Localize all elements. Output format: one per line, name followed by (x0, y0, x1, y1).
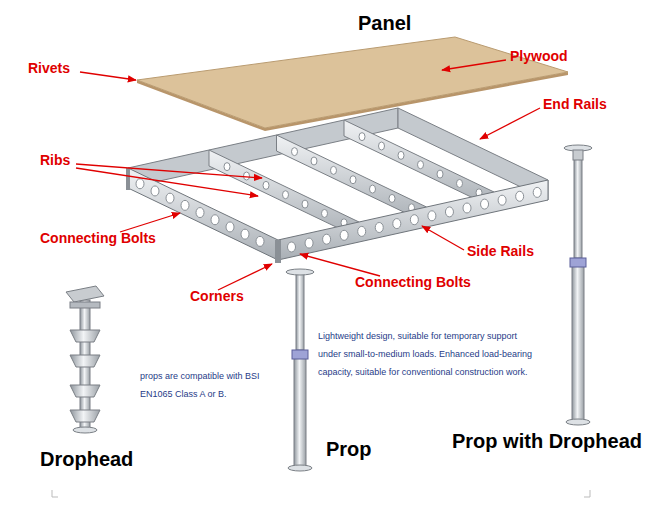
corner-piece (275, 240, 281, 263)
leader-arrow (442, 60, 506, 70)
rail-hole (196, 208, 204, 218)
rib-hole (311, 157, 317, 165)
rail-hole (516, 191, 524, 201)
leader-arrow (80, 72, 136, 80)
rib-hole (322, 209, 328, 217)
part-label: End Rails (543, 96, 607, 112)
rib-hole (283, 191, 289, 199)
leader-arrow (76, 164, 262, 178)
panel-title: Panel (358, 12, 411, 35)
rail-hole (445, 207, 453, 217)
leader-arrow (120, 213, 180, 232)
drophead-base (73, 427, 97, 433)
part-label: Plywood (510, 48, 568, 64)
part-label: Connecting Bolts (355, 274, 471, 290)
inner-tube (574, 148, 582, 258)
rail-hole (256, 236, 264, 246)
rib-hole (224, 163, 230, 171)
rail-hole (533, 187, 541, 197)
rail-hole (481, 199, 489, 209)
front-end-rail (128, 168, 278, 260)
leader-lines (76, 60, 540, 290)
drophead-plate-edge (70, 302, 100, 308)
note-text: props are compatible with BSI EN1065 Cla… (140, 367, 270, 403)
outer-tube (294, 358, 306, 468)
base-plate (288, 465, 312, 471)
rail-hole (498, 195, 506, 205)
drophead-cup (70, 355, 100, 367)
collar-nut (570, 258, 586, 267)
head-plate (286, 269, 314, 275)
leader-arrow (76, 168, 258, 196)
rail-hole (340, 230, 348, 240)
rib-hole (457, 179, 463, 187)
rail-hole (166, 193, 174, 203)
rib-hole (389, 194, 395, 202)
rail-hole (211, 215, 219, 225)
rail-hole (428, 211, 436, 221)
collar-nut (292, 350, 308, 359)
leader-arrow (480, 108, 540, 139)
outer-tube (572, 266, 584, 422)
corner-mark (52, 490, 58, 497)
corner-mark (584, 490, 590, 497)
part-label: Connecting Bolts (40, 230, 156, 246)
rib-hole (418, 161, 424, 169)
rail-hole (288, 242, 296, 252)
drophead-plate (66, 286, 104, 302)
leader-arrow (300, 254, 380, 276)
drophead (66, 286, 104, 433)
drophead-cup (70, 410, 100, 422)
rail-hole (323, 234, 331, 244)
rail-hole (136, 179, 144, 189)
rail-hole (151, 186, 159, 196)
rib-hole (370, 185, 376, 193)
rib-hole (350, 176, 356, 184)
drophead-cup (70, 330, 100, 342)
part-label: Ribs (40, 152, 70, 168)
rib-hole (359, 133, 365, 141)
leader-arrow (422, 226, 464, 250)
rail-hole (375, 223, 383, 233)
drophead-head (573, 150, 583, 160)
rib-hole (331, 166, 337, 174)
rail-hole (393, 219, 401, 229)
rib (209, 150, 359, 238)
rib-hole (398, 151, 404, 159)
rail-hole (305, 238, 313, 248)
rib-hole (244, 172, 250, 180)
rail-hole (358, 226, 366, 236)
corner-piece (126, 168, 130, 190)
rail-hole (226, 222, 234, 232)
figure-title: Prop (326, 438, 372, 461)
rail-hole (241, 229, 249, 239)
rail-hole (463, 203, 471, 213)
rib-hole (292, 148, 298, 156)
prop (286, 269, 314, 471)
rail-hole (181, 200, 189, 210)
figure-title: Drophead (40, 448, 133, 471)
rib-hole (437, 170, 443, 178)
rib-hole (302, 200, 308, 208)
prop-with-drophead (564, 145, 592, 425)
base-plate (566, 419, 590, 425)
plywood-sheet (137, 37, 568, 128)
figure-title: Prop with Drophead (452, 430, 642, 453)
note-text: Lightweight design, suitable for tempora… (318, 327, 533, 381)
part-label: Side Rails (467, 243, 534, 259)
inner-tube (296, 272, 304, 350)
part-label: Rivets (28, 60, 70, 76)
side-rail (278, 180, 548, 260)
rib-hole (379, 142, 385, 150)
rib-hole (263, 181, 269, 189)
rail-hole (410, 215, 418, 225)
rib (344, 120, 494, 208)
drophead-cup (70, 385, 100, 397)
part-label: Corners (190, 288, 244, 304)
rib (277, 135, 427, 223)
leader-arrow (218, 264, 272, 290)
